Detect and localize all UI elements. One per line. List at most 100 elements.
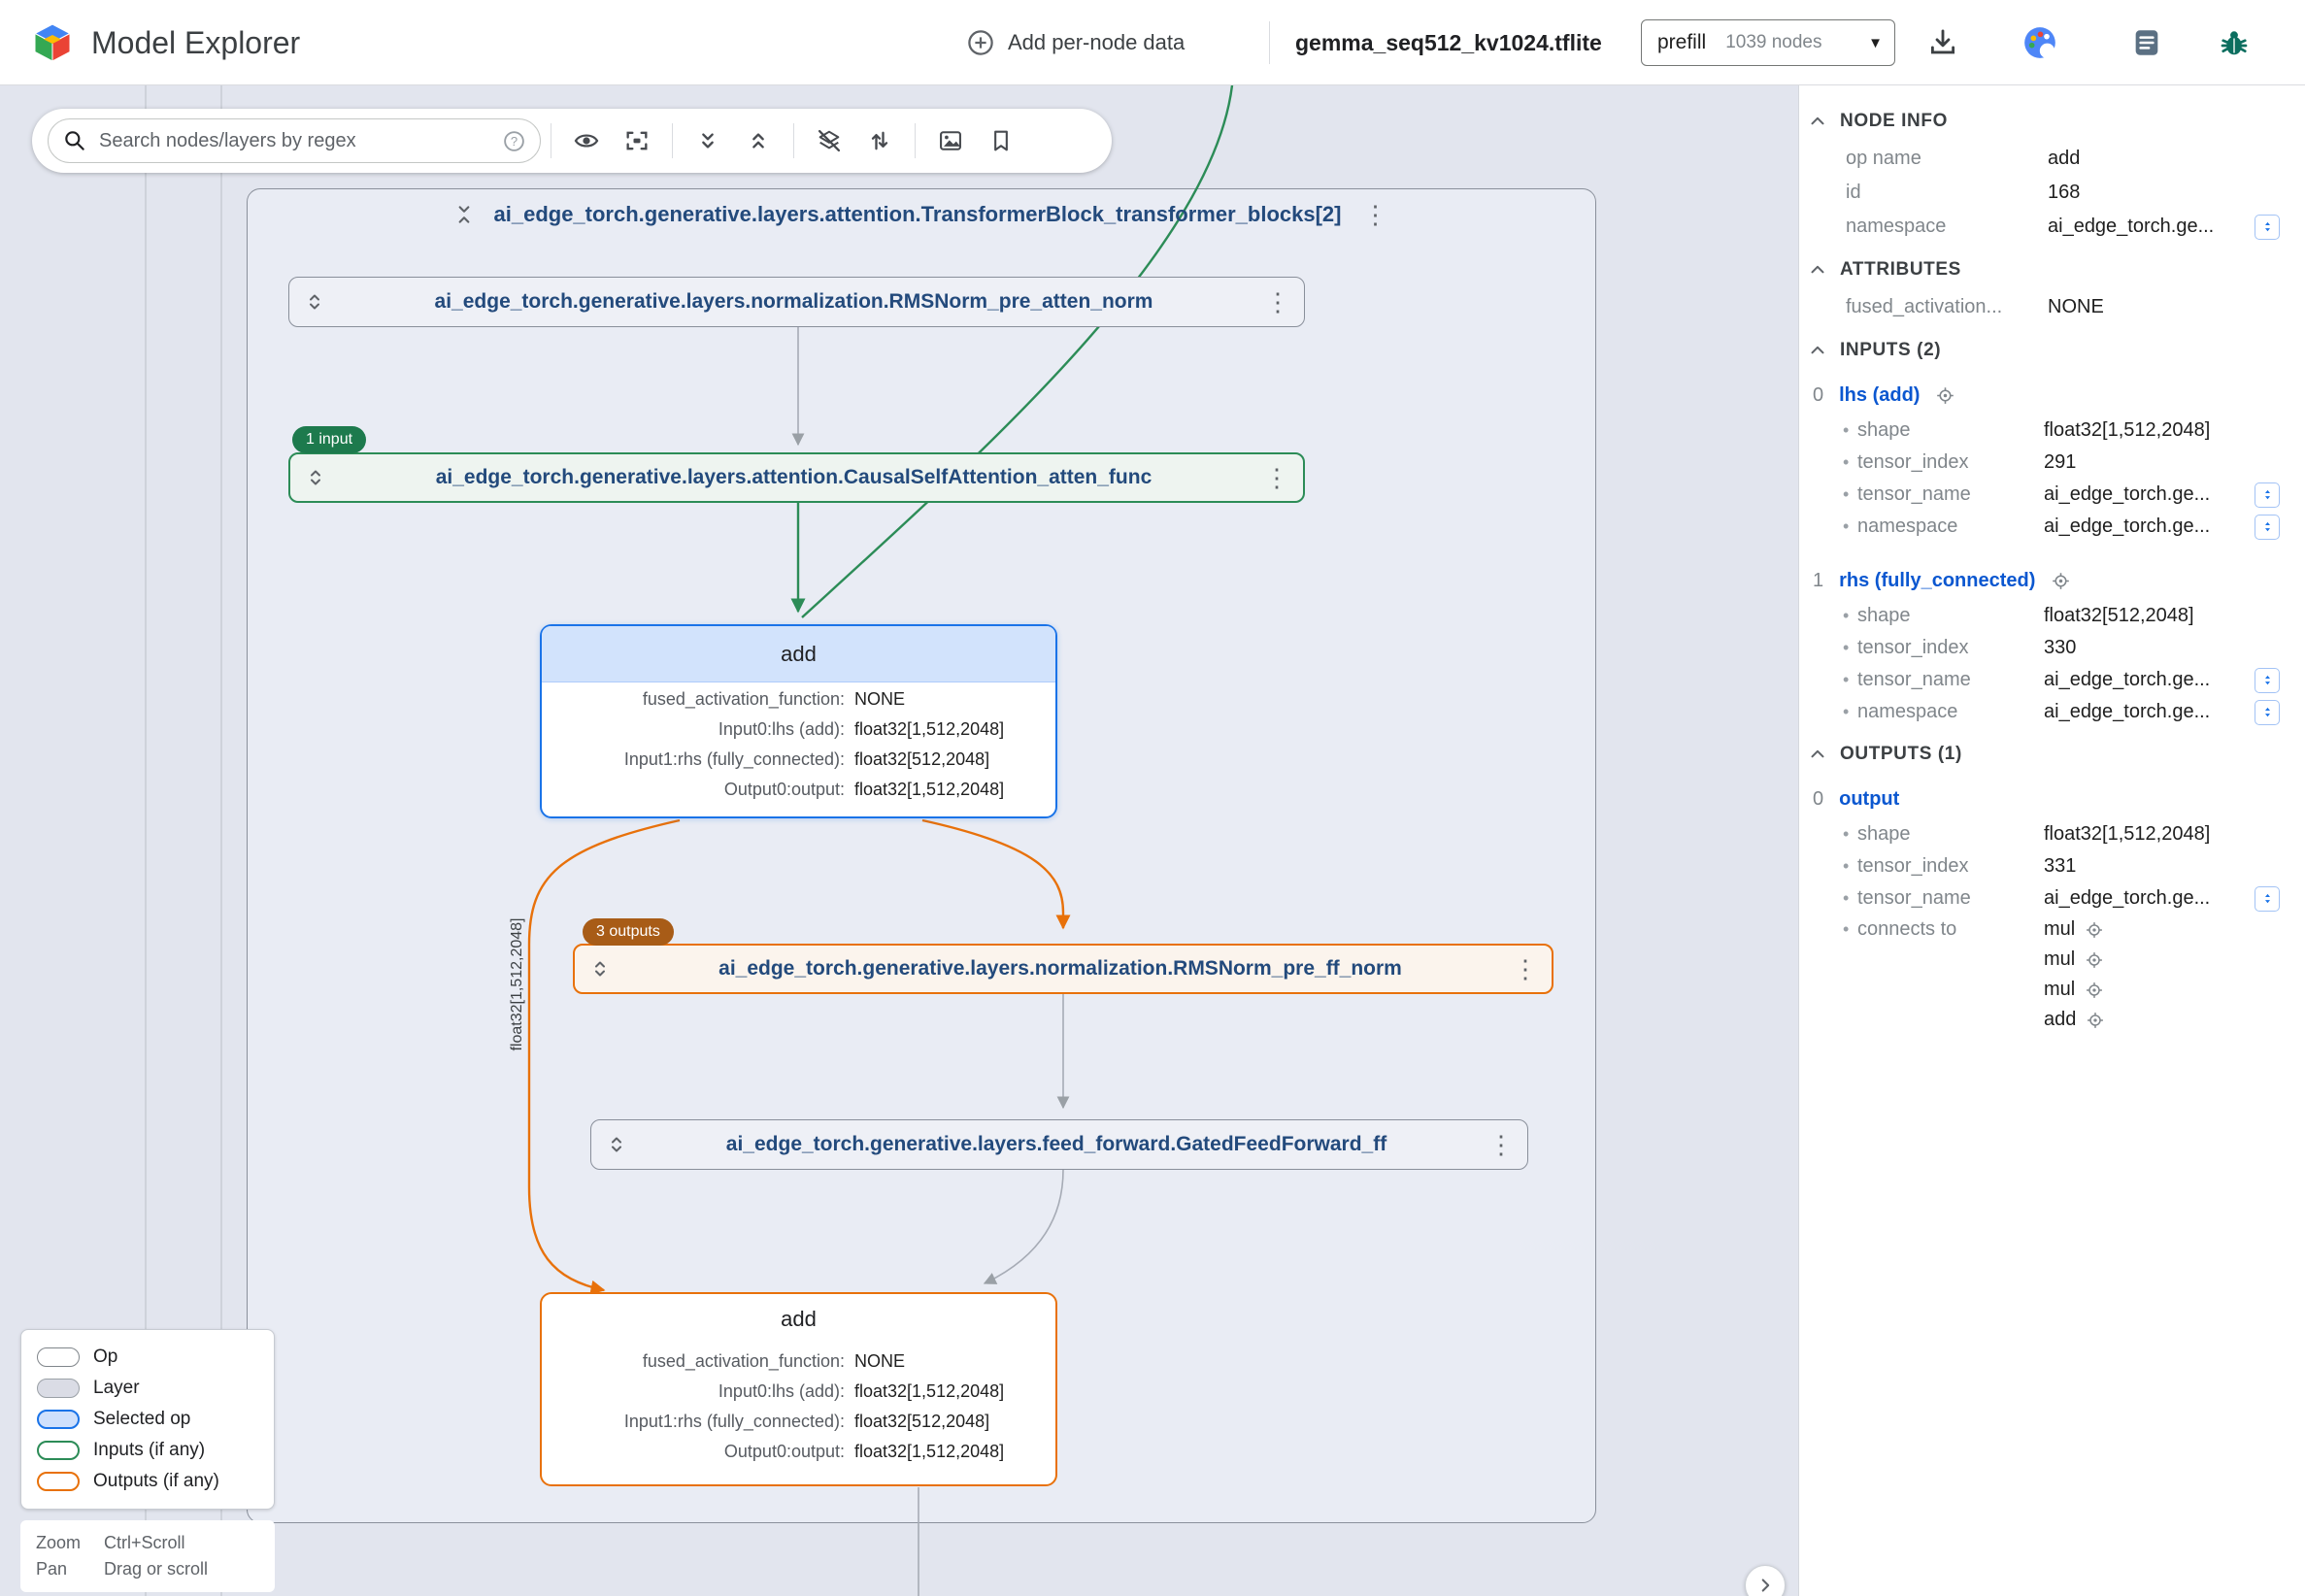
node-gated-feed-forward[interactable]: ai_edge_torch.generative.layers.feed_for…: [590, 1119, 1528, 1170]
input-index: 0: [1813, 384, 1823, 407]
help-icon[interactable]: ?: [502, 129, 526, 153]
node-title: ai_edge_torch.generative.layers.normaliz…: [612, 957, 1509, 981]
collapse-all-layers-button[interactable]: [733, 116, 784, 166]
more-options-icon[interactable]: ⋮: [1509, 956, 1542, 981]
app-title: Model Explorer: [91, 0, 300, 85]
expand-layer-icon[interactable]: [605, 1133, 628, 1156]
input-count-badge: 1 input: [292, 426, 366, 453]
field-label: tensor_index: [1857, 451, 2044, 474]
download-button[interactable]: [1921, 20, 1965, 65]
section-header[interactable]: OUTPUTS (1): [1799, 728, 2305, 775]
expand-layer-icon[interactable]: [303, 290, 326, 314]
locate-icon[interactable]: [2086, 1011, 2105, 1030]
attr-value: float32[1,512,2048]: [854, 715, 1044, 745]
report-button[interactable]: [2124, 20, 2169, 65]
input-item-header: 0 lhs (add): [1799, 371, 2305, 415]
expand-value-button[interactable]: [2255, 482, 2280, 508]
input-name-link[interactable]: rhs (fully_connected): [1839, 570, 2035, 592]
locate-icon[interactable]: [1935, 385, 1955, 406]
locate-icon[interactable]: [2085, 920, 2104, 940]
attr-value: float32[512,2048]: [854, 1407, 1044, 1437]
node-rmsnorm-pre-ff[interactable]: ai_edge_torch.generative.layers.normaliz…: [573, 944, 1553, 994]
more-options-icon[interactable]: ⋮: [1359, 202, 1392, 227]
toolbar-divider: [793, 123, 794, 158]
expand-collapse-icon: [2260, 487, 2275, 502]
expand-layer-icon[interactable]: [588, 957, 612, 981]
theme-palette-button[interactable]: [2018, 20, 2062, 65]
image-icon: [937, 127, 964, 154]
expand-all-icon: [694, 127, 721, 154]
chevron-up-icon: [1807, 111, 1828, 132]
bookmark-button[interactable]: [976, 116, 1026, 166]
section-title: INPUTS (2): [1840, 340, 1941, 361]
add-per-node-data-button[interactable]: Add per-node data: [966, 0, 1185, 85]
section-header[interactable]: INPUTS (2): [1799, 324, 2305, 371]
collapse-layer-icon[interactable]: [451, 202, 477, 227]
legend: Op Layer Selected op Inputs (if any) Out…: [20, 1329, 275, 1510]
node-causal-self-attention[interactable]: ai_edge_torch.generative.layers.attentio…: [288, 452, 1305, 503]
expand-all-layers-button[interactable]: [683, 116, 733, 166]
expand-layer-icon[interactable]: [304, 466, 327, 489]
fit-screen-icon: [623, 127, 651, 154]
field-label: shape: [1857, 419, 2044, 442]
section-header[interactable]: ATTRIBUTES: [1799, 244, 2305, 290]
graph-selector-dropdown[interactable]: prefill 1039 nodes ▼: [1641, 19, 1895, 66]
model-explorer-logo: [29, 19, 76, 66]
hint-label: Pan: [36, 1556, 104, 1582]
toolbar-divider: [915, 123, 916, 158]
hint-label: Zoom: [36, 1530, 104, 1556]
locate-icon[interactable]: [2051, 571, 2071, 591]
op-attributes: fused_activation_function:NONE Input0:lh…: [542, 682, 1055, 805]
node-add-selected[interactable]: add fused_activation_function:NONE Input…: [540, 624, 1057, 818]
more-options-icon[interactable]: ⋮: [1261, 289, 1294, 315]
input-name-link[interactable]: lhs (add): [1839, 384, 1920, 407]
legend-label: Selected op: [93, 1409, 190, 1430]
add-circle-icon: [966, 28, 995, 57]
search-input[interactable]: [99, 130, 490, 152]
fit-to-screen-button[interactable]: [612, 116, 662, 166]
expand-value-button[interactable]: [2255, 700, 2280, 725]
more-options-icon[interactable]: ⋮: [1485, 1132, 1518, 1157]
eye-icon: [573, 127, 600, 154]
attr-key: Input1:rhs (fully_connected):: [553, 1407, 845, 1437]
node-rmsnorm-pre-atten[interactable]: ai_edge_torch.generative.layers.normaliz…: [288, 277, 1305, 327]
search-box[interactable]: ?: [48, 118, 541, 163]
legend-swatch-layer: [37, 1379, 80, 1398]
info-value: 168: [2048, 182, 2255, 204]
debug-button[interactable]: [2212, 20, 2256, 65]
reorder-button[interactable]: [854, 116, 905, 166]
legend-item-inputs: Inputs (if any): [37, 1435, 258, 1466]
attr-key: Output0:output:: [553, 775, 845, 805]
locate-icon[interactable]: [2085, 950, 2104, 970]
more-options-icon[interactable]: ⋮: [1260, 465, 1293, 490]
toolbar-divider: [672, 123, 673, 158]
expand-value-button[interactable]: [2255, 215, 2280, 240]
attr-value: float32[1,512,2048]: [854, 775, 1044, 805]
edge-tensor-label: float32[1,512,2048]: [506, 868, 529, 1101]
legend-item-outputs: Outputs (if any): [37, 1466, 258, 1497]
edge-add-to-add-output: [529, 820, 680, 1290]
connects-to-node[interactable]: add: [2044, 1009, 2076, 1031]
edge-feedforward-to-add: [985, 1170, 1063, 1283]
graph-canvas[interactable]: ai_edge_torch.generative.layers.attentio…: [0, 85, 1798, 1596]
field-value: ai_edge_torch.ge...: [2044, 701, 2255, 723]
connects-to-node[interactable]: mul: [2044, 948, 2075, 971]
chevron-up-icon: [1807, 744, 1828, 765]
chevron-right-icon: [1754, 1575, 1776, 1596]
flatten-layers-button[interactable]: [804, 116, 854, 166]
output-item-header: 0 output: [1799, 775, 2305, 818]
locate-icon[interactable]: [2085, 981, 2104, 1000]
node-add-output[interactable]: add fused_activation_function:NONE Input…: [540, 1292, 1057, 1486]
output-name-link[interactable]: output: [1839, 788, 1899, 811]
info-value: ai_edge_torch.ge...: [2048, 216, 2255, 238]
export-image-button[interactable]: [925, 116, 976, 166]
section-header[interactable]: NODE INFO: [1799, 95, 2305, 142]
connects-to-node[interactable]: mul: [2044, 979, 2075, 1001]
expand-value-button[interactable]: [2255, 668, 2280, 693]
expand-value-button[interactable]: [2255, 886, 2280, 912]
visibility-button[interactable]: [561, 116, 612, 166]
connects-to-node[interactable]: mul: [2044, 918, 2075, 941]
document-icon: [2130, 26, 2163, 59]
hint-value: Ctrl+Scroll: [104, 1530, 259, 1556]
expand-value-button[interactable]: [2255, 515, 2280, 540]
